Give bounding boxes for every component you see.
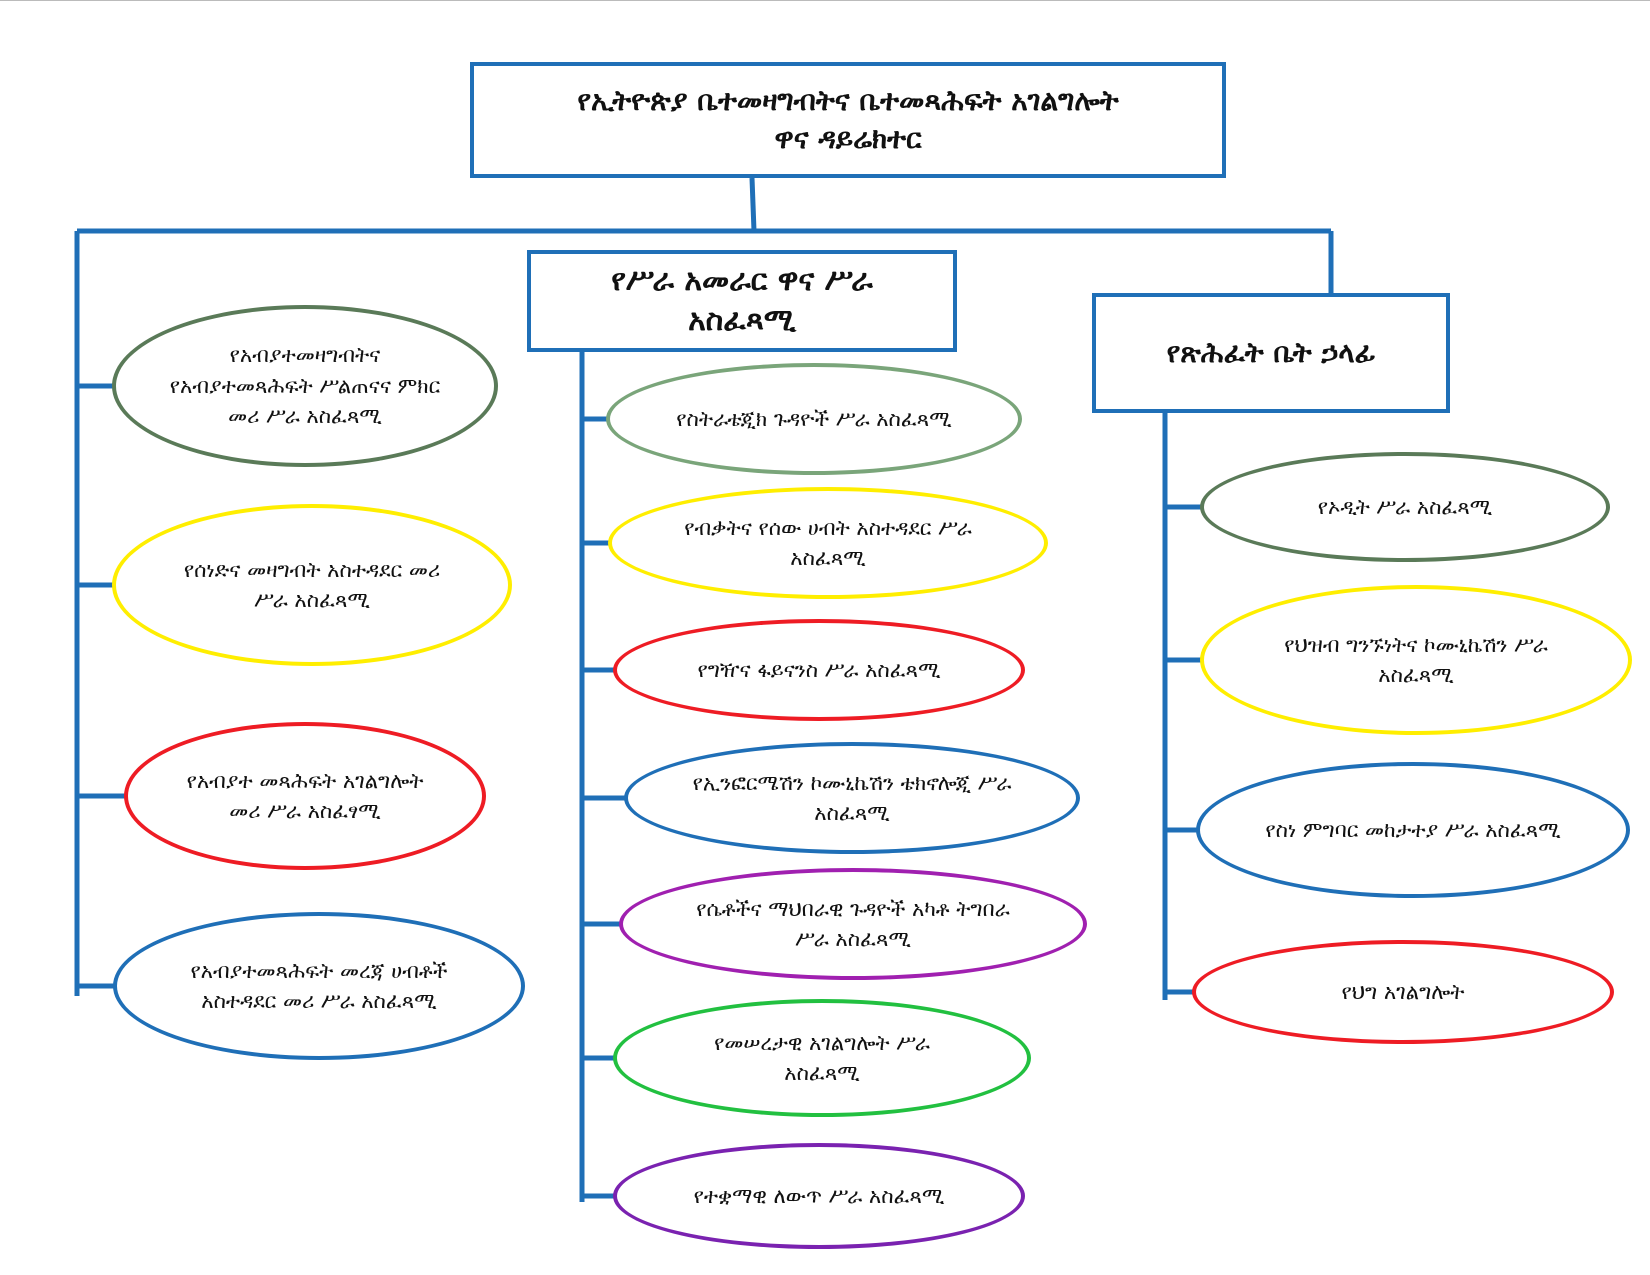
middle-unit-2: የብቃትና የሰው ሀብት አስተዳደር ሥራ አስፈጻሚ (608, 487, 1048, 599)
left-unit-label: የአብያተመጻሕፍት መረጃ ሀብቶች አስተዳደር መሪ ሥራ አስፈጻሚ (190, 958, 448, 1013)
left-unit-3: የአብያተ መጻሕፍት አገልግሎት መሪ ሥራ አስፈፃሚ (124, 722, 486, 870)
left-unit-1: የአብያተመዛግብትና የአብያተመጻሕፍት ሥልጠናና ምክር መሪ ሥራ አ… (112, 305, 498, 467)
left-unit-label: የሰነድና መዛግብት አስተዳደር መሪ ሥራ አስፈጻሚ (183, 557, 441, 612)
left-unit-label: የአብያተመዛግብትና የአብያተመጻሕፍት ሥልጠናና ምክር መሪ ሥራ አ… (169, 343, 441, 429)
middle-unit-4: የኢንፎርሜሽን ኮሙኒኬሽን ቴክኖሎጂ ሥራ አስፈጻሚ (624, 742, 1080, 854)
top-border (0, 0, 1650, 1)
director-general-title-line1: የኢትዮጵያ ቤተመዛግብትና ቤተመጻሕፍት አገልግሎት (577, 84, 1119, 118)
office-head-box: የጽሕፈት ቤት ኃላፊ (1092, 293, 1450, 413)
management-executive-line1: የሥራ አመራር ዋና ሥራ (611, 262, 873, 298)
right-unit-4: የህግ አገልግሎት (1192, 940, 1614, 1044)
right-unit-label: የስነ ምግባር መከታተያ ሥራ አስፈጻሚ (1265, 817, 1561, 842)
middle-unit-label: የኢንፎርሜሽን ኮሙኒኬሽን ቴክኖሎጂ ሥራ አስፈጻሚ (692, 770, 1012, 825)
middle-unit-label: የሴቶችና ማህበራዊ ጉዳዮች አካቶ ትግበራ ሥራ አስፈጻሚ (696, 896, 1010, 951)
middle-unit-label: የግዥና ፋይናንስ ሥራ አስፈጻሚ (697, 657, 941, 682)
right-unit-label: የህግ አገልግሎት (1341, 979, 1465, 1004)
middle-unit-6: የመሠረታዊ አገልግሎት ሥራ አስፈጻሚ (613, 999, 1031, 1117)
middle-unit-7: የተቋማዊ ለውጥ ሥራ አስፈጻሚ (613, 1143, 1025, 1249)
left-unit-2: የሰነድና መዛግብት አስተዳደር መሪ ሥራ አስፈጻሚ (112, 504, 512, 666)
left-unit-4: የአብያተመጻሕፍት መረጃ ሀብቶች አስተዳደር መሪ ሥራ አስፈጻሚ (113, 912, 525, 1060)
management-executive-box: የሥራ አመራር ዋና ሥራ አስፈጻሚ (527, 250, 957, 352)
middle-unit-5: የሴቶችና ማህበራዊ ጉዳዮች አካቶ ትግበራ ሥራ አስፈጻሚ (619, 868, 1087, 980)
right-unit-label: የኦዲት ሥራ አስፈጻሚ (1317, 494, 1493, 519)
office-head-label: የጽሕፈት ቤት ኃላፊ (1166, 336, 1376, 370)
middle-unit-label: የብቃትና የሰው ሀብት አስተዳደር ሥራ አስፈጻሚ (684, 515, 972, 570)
right-unit-1: የኦዲት ሥራ አስፈጻሚ (1200, 452, 1610, 562)
middle-unit-label: የመሠረታዊ አገልግሎት ሥራ አስፈጻሚ (714, 1030, 930, 1085)
middle-unit-3: የግዥና ፋይናንስ ሥራ አስፈጻሚ (613, 619, 1025, 721)
right-unit-2: የህዝብ ግንኙነትና ኮሙኒኬሽን ሥራ አስፈጻሚ (1200, 585, 1632, 735)
middle-unit-1: የስትራቴጂክ ጉዳዮች ሥራ አስፈጻሚ (606, 363, 1022, 475)
director-general-title-line2: ዋና ዳይሬክተር (774, 122, 922, 155)
right-unit-label: የህዝብ ግንኙነትና ኮሙኒኬሽን ሥራ አስፈጻሚ (1284, 632, 1548, 687)
connector-top-vertical (749, 177, 757, 232)
director-general-box: የኢትዮጵያ ቤተመዛግብትና ቤተመጻሕፍት አገልግሎት ዋና ዳይሬክተር (470, 62, 1226, 178)
middle-unit-label: የተቋማዊ ለውጥ ሥራ አስፈጻሚ (693, 1183, 945, 1208)
management-executive-line2: አስፈጻሚ (688, 303, 796, 338)
right-unit-3: የስነ ምግባር መከታተያ ሥራ አስፈጻሚ (1196, 762, 1630, 898)
middle-unit-label: የስትራቴጂክ ጉዳዮች ሥራ አስፈጻሚ (676, 406, 952, 431)
left-unit-label: የአብያተ መጻሕፍት አገልግሎት መሪ ሥራ አስፈፃሚ (186, 768, 424, 823)
